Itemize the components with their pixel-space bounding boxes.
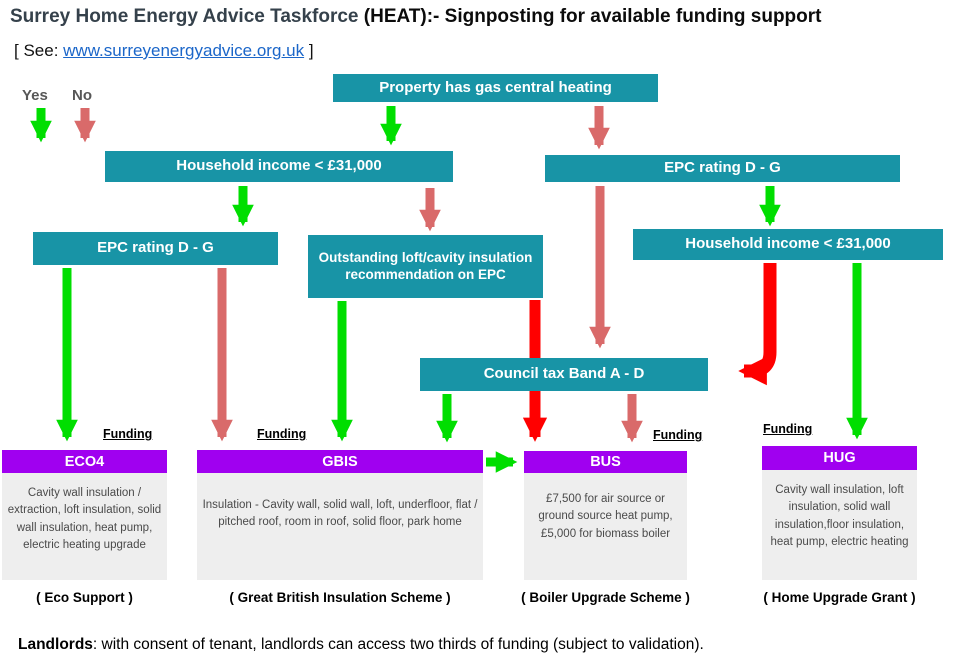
legend-yes-label: Yes [22,87,48,104]
funding-label-hug: Funding [763,422,813,436]
see-suffix: ] [308,41,314,60]
flow-box-household-income-right: Household income < £31,000 [633,229,943,260]
see-prefix: [ See: [14,41,59,60]
scheme-header-bus: BUS [524,451,687,473]
scheme-caption-hug: ( Home Upgrade Grant ) [763,590,916,605]
flow-box-household-income-left: Household income < £31,000 [105,151,453,182]
scheme-description-hug: Cavity wall insulation, loft insulation,… [762,470,917,580]
flow-box-epc-rating-right: EPC rating D - G [545,155,900,182]
arrow-income-right-no-hook [738,263,777,386]
website-link[interactable]: www.surreyenergyadvice.org.uk [63,41,305,60]
scheme-caption-gbis: ( Great British Insulation Scheme ) [229,590,451,605]
legend-no-label: No [72,87,92,104]
scheme-header-hug: HUG [762,446,917,470]
scheme-header-eco4: ECO4 [2,450,167,473]
page-title: Surrey Home Energy Advice Taskforce (HEA… [10,6,822,28]
landlords-note-rest: : with consent of tenant, landlords can … [92,636,704,653]
scheme-header-gbis: GBIS [197,450,483,473]
funding-label-eco4: Funding [103,427,153,441]
scheme-caption-eco4: ( Eco Support ) [36,590,133,605]
scheme-description-eco4: Cavity wall insulation / extraction, lof… [2,473,167,580]
flow-box-outstanding-insulation: Outstanding loft/cavity insulation recom… [308,235,543,298]
page-title-rest: (HEAT):- Signposting for available fundi… [363,6,822,27]
scheme-description-bus: £7,500 for air source or ground source h… [524,473,687,580]
scheme-description-gbis: Insulation - Cavity wall, solid wall, lo… [197,473,483,580]
flow-box-council-tax-band: Council tax Band A - D [420,358,708,391]
funding-label-gbis: Funding [257,427,307,441]
landlords-note-bold: Landlords [18,636,93,653]
scheme-caption-bus: ( Boiler Upgrade Scheme ) [521,590,690,605]
flow-box-epc-rating-left: EPC rating D - G [33,232,278,265]
see-also-line: [ See: www.surreyenergyadvice.org.uk ] [14,41,314,61]
flow-box-property-gas-heating: Property has gas central heating [333,74,658,102]
landlords-note: Landlords: with consent of tenant, landl… [18,636,704,654]
funding-label-bus: Funding [653,428,703,442]
page-title-main: Surrey Home Energy Advice Taskforce [10,6,359,27]
